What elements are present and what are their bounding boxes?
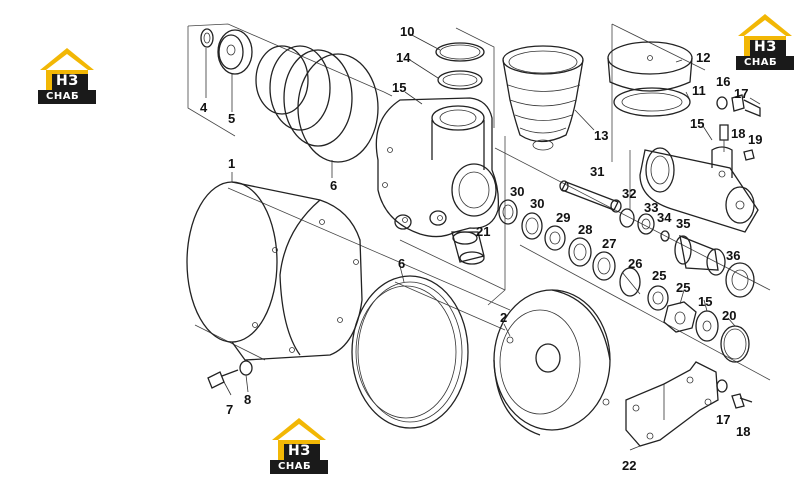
part-mounting-bracket — [625, 361, 719, 447]
part-fasteners-top — [716, 94, 761, 161]
watermark-logo-bottom: НЗ СНАБ — [268, 414, 330, 476]
callout-12: 13 — [594, 128, 608, 143]
part-plug-fitting — [451, 231, 485, 265]
callout-28: 28 — [578, 222, 592, 237]
leader-lines — [205, 33, 736, 451]
callout-4: 5 — [228, 111, 235, 126]
logo-text-top: НЗ — [754, 39, 777, 55]
part-dome-cap — [607, 41, 693, 117]
callout-36: 36 — [726, 248, 740, 263]
callout-22: 21 — [476, 224, 490, 239]
logo-house-icon — [270, 418, 328, 474]
callout-21: 20 — [722, 308, 736, 323]
callout-30a: 30 — [510, 184, 524, 199]
callout-3: 4 — [200, 100, 208, 115]
part-actuator-cylinder — [639, 146, 759, 233]
part-snap-ring — [200, 28, 214, 48]
part-shaft — [559, 180, 622, 213]
logo-text-top: НЗ — [56, 73, 79, 89]
callout-2: 2 — [500, 310, 507, 325]
callout-10: 11 — [692, 83, 706, 98]
part-seal-chain — [498, 199, 669, 311]
logo-text-bottom: СНАБ — [278, 461, 312, 472]
callout-18-bottom: 18 — [736, 424, 750, 439]
callout-17-top: 16 — [716, 74, 730, 89]
logo-text-bottom: СНАБ — [744, 57, 778, 68]
callout-25: 25 — [652, 268, 666, 283]
callout-labels: 4 5 6 10 14 15 13 12 11 16 17 15 18 19 3… — [200, 24, 762, 473]
callout-26: 26 — [628, 256, 642, 271]
logo-text-bottom: СНАБ — [46, 91, 80, 102]
callout-8: 8 — [244, 392, 251, 407]
callout-13: 14 — [396, 50, 411, 65]
callout-33: 33 — [644, 200, 658, 215]
callout-16: 15 — [690, 116, 704, 131]
callout-9: 10 — [400, 24, 414, 39]
callout-6: 6 — [398, 256, 405, 271]
callout-18-top: 17 — [734, 86, 748, 101]
callout-7: 7 — [226, 402, 233, 417]
callout-34: 34 — [657, 210, 672, 225]
guide-lines — [187, 23, 771, 381]
part-housing — [375, 97, 500, 238]
callout-14: 15 — [392, 80, 406, 95]
callout-27: 27 — [602, 236, 616, 251]
part-cap-washer — [217, 29, 253, 75]
part-cylinder-shell — [186, 181, 363, 361]
callout-15: 15 — [698, 294, 712, 309]
callout-11: 12 — [696, 50, 710, 65]
part-right-chain — [619, 208, 755, 298]
callout-32: 32 — [622, 186, 636, 201]
callout-5: 6 — [330, 178, 337, 193]
callout-24: 25 — [676, 280, 690, 295]
part-end-plate — [493, 289, 611, 436]
logo-house-icon — [736, 14, 794, 70]
callout-20: 19 — [748, 132, 762, 147]
part-coil-spring — [255, 45, 379, 163]
part-filter-cup — [502, 45, 584, 151]
watermark-logo-right: НЗ СНАБ — [734, 10, 796, 72]
part-fasteners-bottom — [207, 360, 753, 409]
part-large-ring — [351, 275, 469, 429]
callout-31: 31 — [590, 164, 604, 179]
callout-35: 35 — [676, 216, 690, 231]
callout-29: 29 — [556, 210, 570, 225]
watermark-logo-left: НЗ СНАБ — [36, 44, 98, 106]
callout-23: 22 — [622, 458, 636, 473]
logo-text-top: НЗ — [288, 443, 311, 459]
part-o-rings-top — [435, 42, 485, 90]
callout-19: 18 — [731, 126, 745, 141]
callout-17-bottom: 17 — [716, 412, 730, 427]
callout-1: 1 — [228, 156, 235, 171]
logo-house-icon — [38, 48, 96, 104]
callout-30b: 30 — [530, 196, 544, 211]
